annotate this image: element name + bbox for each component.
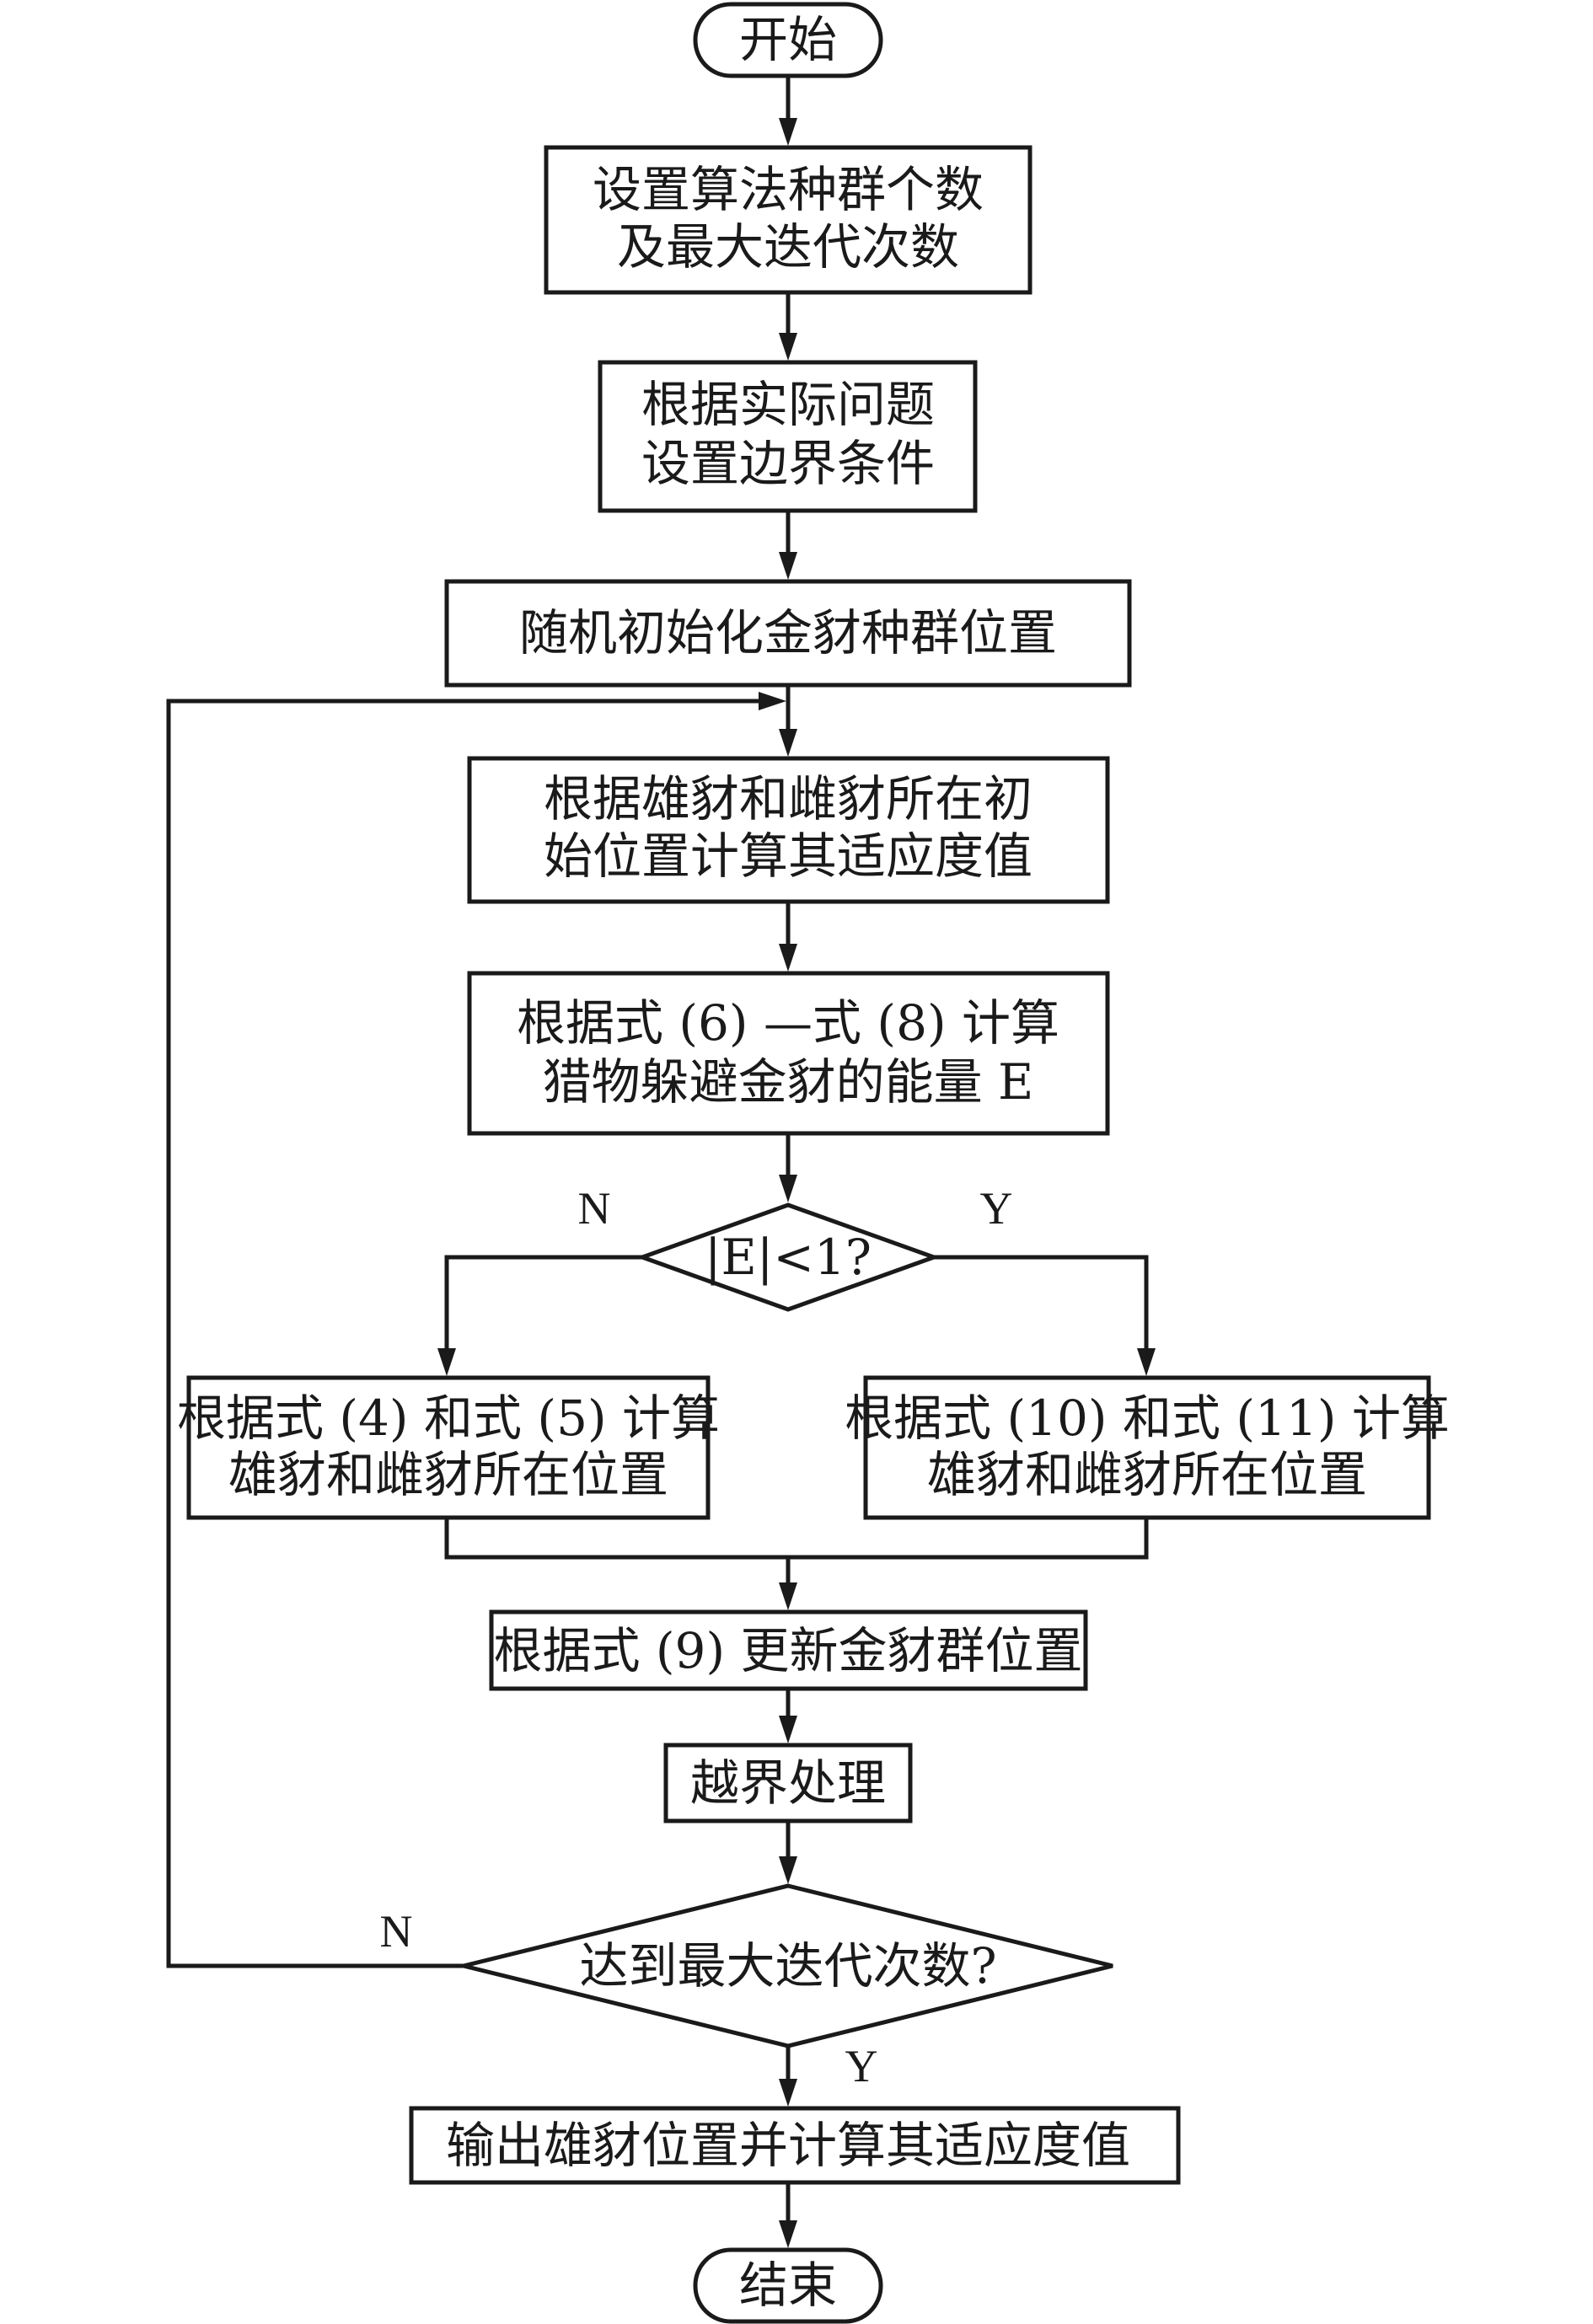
connector-merge — [444, 1518, 1149, 1560]
decision-energy-yes-label: Y — [980, 1183, 1013, 1234]
process-update-positions: 根据式 (9) 更新金豺群位置 — [489, 1609, 1088, 1691]
process-output: 输出雄豺位置并计算其适应度值 — [409, 2106, 1181, 2185]
set-bounds-line-1: 根据实际问题 — [641, 376, 935, 433]
process-branch-y: 根据式 (10) 和式 (11) 计算 雄豺和雌豺所在位置 — [845, 1375, 1450, 1520]
update-positions-label: 根据式 (9) 更新金豺群位置 — [493, 1622, 1082, 1679]
branch-n-line-1: 根据式 (4) 和式 (5) 计算 — [177, 1390, 720, 1447]
connector-decision-no — [444, 1255, 642, 1348]
process-init-positions: 随机初始化金豺种群位置 — [444, 579, 1132, 688]
set-bounds-line-2: 设置边界条件 — [641, 435, 935, 492]
arrowhead — [779, 118, 797, 146]
arrowhead — [779, 2220, 797, 2248]
calc-fitness-line-1: 根据雄豺和雌豺所在初 — [544, 770, 1032, 827]
decision-iterations-no-label: N — [380, 1906, 413, 1957]
arrowhead — [779, 1856, 797, 1884]
process-calc-fitness: 根据雄豺和雌豺所在初 始位置计算其适应度值 — [467, 756, 1110, 904]
decision-iterations: 达到最大迭代次数? — [463, 1883, 1113, 2048]
process-set-population: 设置算法种群个数 及最大迭代次数 — [544, 145, 1032, 295]
process-set-bounds: 根据实际问题 设置边界条件 — [598, 360, 978, 513]
decision-energy: |E|<1? — [636, 1202, 941, 1312]
decision-energy-label: |E|<1? — [705, 1229, 872, 1286]
node-start: 开始 — [693, 2, 883, 78]
calc-energy-line-1: 根据式 (6) —式 (8) 计算 — [517, 994, 1059, 1052]
node-end: 结束 — [693, 2247, 883, 2324]
connectors — [166, 76, 1156, 2248]
arrowhead — [779, 2079, 797, 2107]
process-calc-energy: 根据式 (6) —式 (8) 计算 猎物躲避金豺的能量 E — [467, 971, 1110, 1136]
decision-iterations-label: 达到最大迭代次数? — [579, 1937, 996, 1995]
connector-decision-yes — [934, 1255, 1149, 1348]
calc-energy-line-2: 猎物躲避金豺的能量 E — [543, 1053, 1034, 1111]
start-label: 开始 — [739, 11, 837, 68]
set-population-line-2: 及最大迭代次数 — [617, 218, 959, 276]
arrowhead — [779, 1175, 797, 1202]
arrowhead — [779, 333, 797, 361]
boundary-label: 越界处理 — [690, 1754, 886, 1812]
arrowhead — [779, 944, 797, 972]
end-label: 结束 — [739, 2257, 837, 2314]
process-boundary: 越界处理 — [663, 1743, 913, 1823]
arrowhead — [759, 692, 786, 710]
connector-iter-no-loop — [166, 699, 759, 1968]
arrowhead — [779, 1582, 797, 1610]
arrowhead — [779, 729, 797, 757]
arrowhead — [437, 1348, 456, 1376]
calc-fitness-line-2: 始位置计算其适应度值 — [544, 827, 1032, 885]
process-branch-n: 根据式 (4) 和式 (5) 计算 雄豺和雌豺所在位置 — [177, 1375, 720, 1520]
init-positions-label: 随机初始化金豺种群位置 — [519, 604, 1057, 661]
arrowhead — [779, 552, 797, 580]
arrowhead — [779, 1716, 797, 1743]
decision-energy-no-label: N — [578, 1183, 611, 1234]
branch-y-line-2: 雄豺和雌豺所在位置 — [927, 1446, 1367, 1503]
branch-n-line-2: 雄豺和雌豺所在位置 — [228, 1446, 668, 1503]
set-population-line-1: 设置算法种群个数 — [593, 161, 984, 218]
branch-y-line-1: 根据式 (10) 和式 (11) 计算 — [845, 1390, 1450, 1447]
arrowhead — [1137, 1348, 1156, 1376]
decision-iterations-yes-label: Y — [845, 2041, 878, 2091]
output-label: 输出雄豺位置并计算其适应度值 — [446, 2117, 1130, 2174]
